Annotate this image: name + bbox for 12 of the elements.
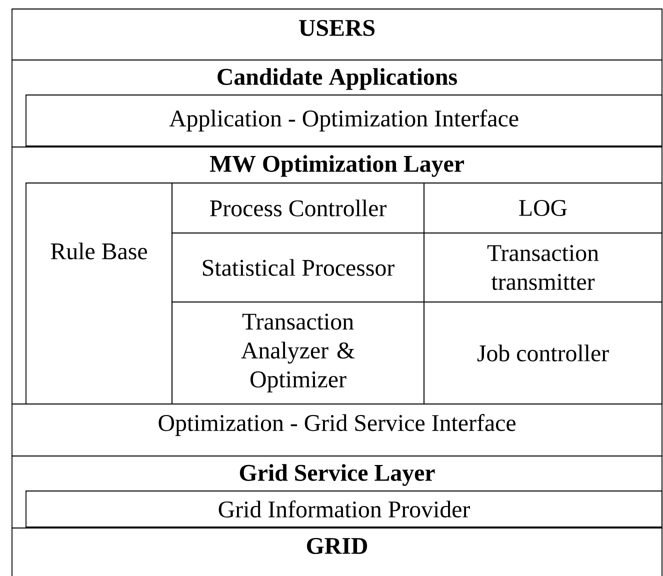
table-cell: Rule Base <box>26 182 172 404</box>
table-cell: Process Controller <box>172 182 424 234</box>
table-cell: LOG <box>424 182 662 234</box>
table-cell: Transaction transmitter <box>424 232 662 302</box>
layer-band: USERS <box>12 8 662 60</box>
table-cell: Transaction Analyzer & Optimizer <box>172 302 424 404</box>
table-cell: Statistical Processor <box>172 232 424 302</box>
table-cell: Job controller <box>424 302 662 404</box>
interface-box: Grid Information Provider <box>26 490 662 528</box>
interface-band: Optimization - Grid Service Interface <box>12 404 662 456</box>
interface-box: Application - Optimization Interface <box>26 94 662 146</box>
layer-band: GRID <box>12 528 662 576</box>
